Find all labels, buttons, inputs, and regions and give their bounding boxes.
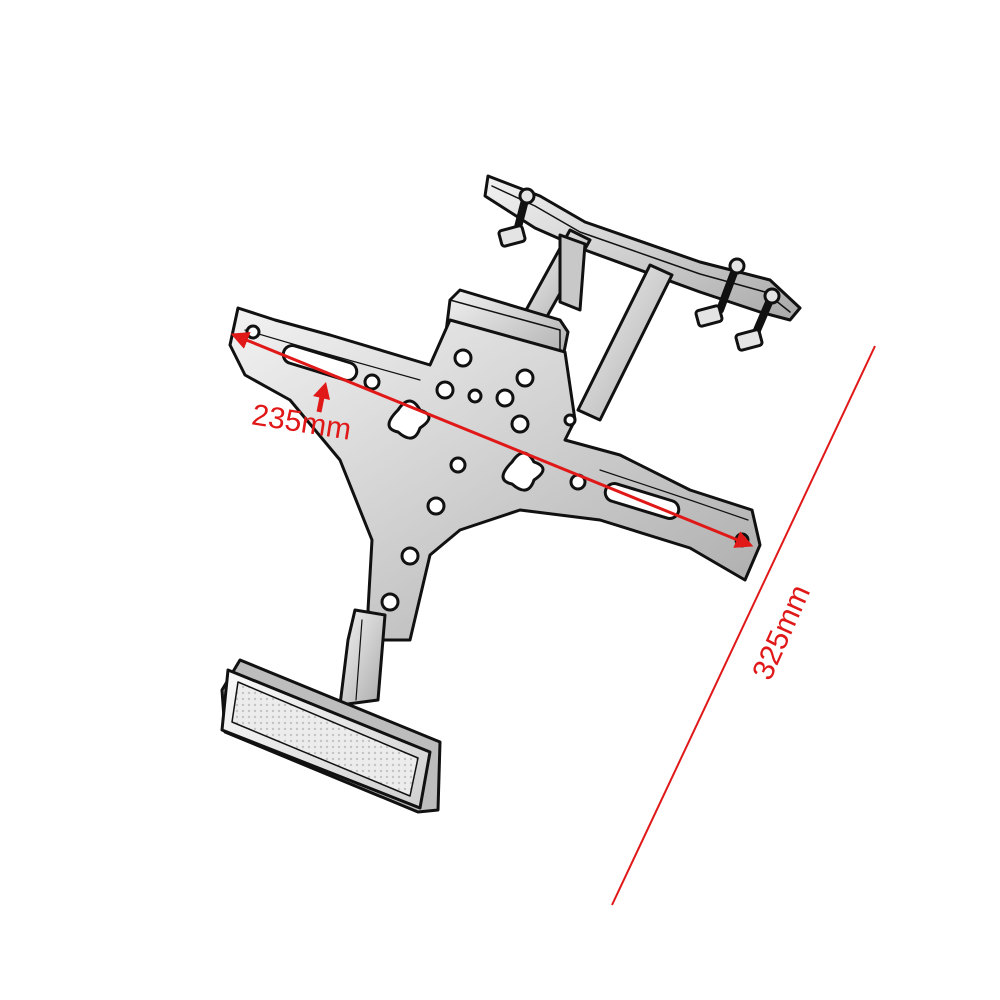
hole: [510, 414, 530, 434]
hole: [363, 373, 381, 391]
reflector-stem: [338, 608, 387, 707]
length-dimension-line: [611, 345, 876, 906]
hole: [453, 348, 473, 368]
hole: [563, 413, 577, 427]
reflector: [220, 658, 442, 814]
hole: [426, 496, 446, 516]
width-pointer-arrow: [313, 382, 330, 413]
hole: [400, 546, 420, 566]
length-dimension: 325mm: [611, 345, 876, 906]
hole: [467, 388, 483, 404]
width-dimension-line: [230, 332, 754, 548]
bolt-2: [694, 266, 739, 328]
hole: [245, 324, 261, 340]
hole: [495, 388, 515, 408]
hole: [435, 380, 455, 400]
hole: [515, 368, 535, 388]
hole: [380, 592, 400, 612]
bracket-illustration: [220, 174, 802, 814]
bolt-1: [497, 196, 529, 248]
hole: [449, 456, 467, 474]
